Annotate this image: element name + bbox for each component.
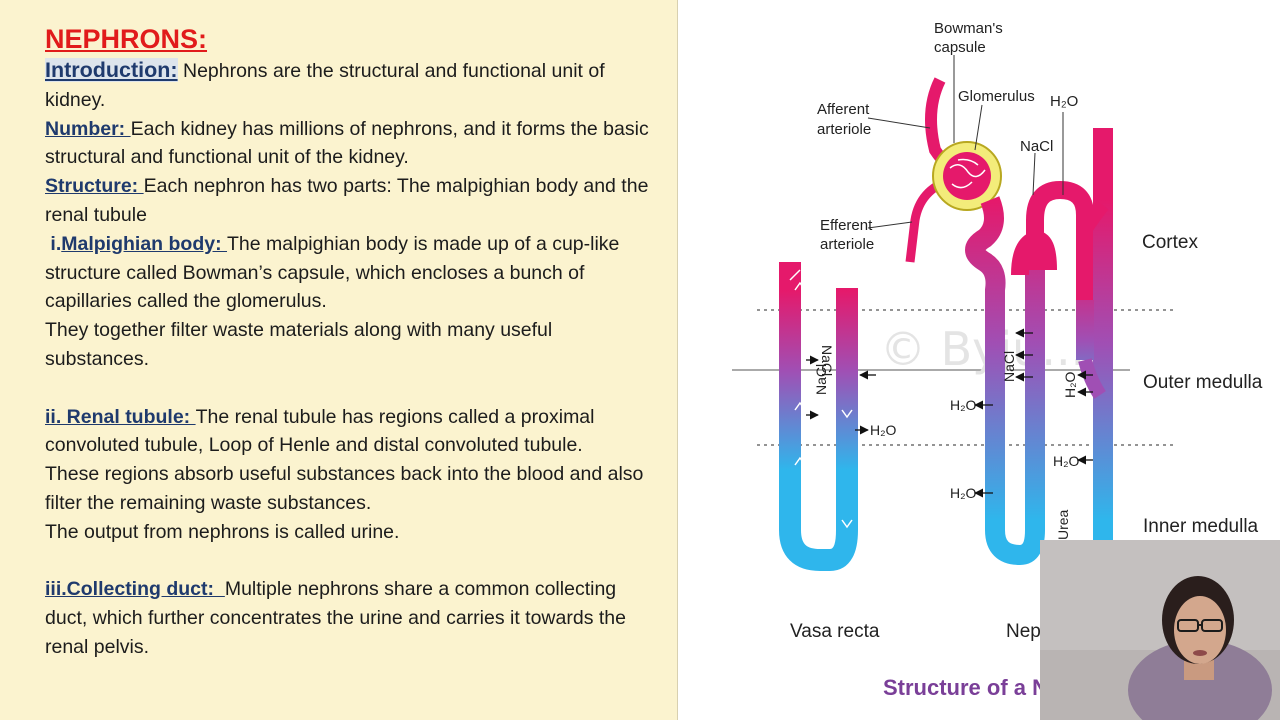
text-introduction: Nephrons are the structural and function…: [45, 60, 605, 111]
label-h2o-duct-2: H₂O: [1053, 453, 1080, 469]
label-h2o-vasa: H₂O: [870, 422, 897, 438]
label-nacl-loop: NaCl: [1001, 351, 1017, 382]
heading-collecting-duct: iii.Collecting duct:: [45, 578, 225, 601]
text-malpighian: The malpighian body is made up of a cup-…: [45, 232, 620, 313]
label-inner-medulla: Inner medulla: [1143, 516, 1259, 537]
label-afferent-2: arteriole: [817, 121, 871, 138]
panel-divider: [677, 0, 678, 720]
label-afferent-1: Afferent: [817, 101, 870, 118]
label-nacl-vasa-2: NaCl: [819, 345, 835, 376]
text-structure: Each nephron has two parts: The malpighi…: [45, 175, 649, 226]
presenter-video-icon: [1040, 540, 1280, 720]
label-nacl-vasa-1: NaCl: [813, 364, 829, 395]
label-efferent-2: arteriole: [820, 236, 874, 253]
paragraph-malpighian: i.Malpighian body: The malpighian body i…: [45, 230, 657, 316]
paragraph-renal-tubule: ii. Renal tubule: The renal tubule has r…: [45, 403, 657, 461]
heading-introduction: Introduction:: [45, 58, 178, 82]
label-h2o-left-1: H₂O: [950, 397, 977, 413]
nephron-loop: [965, 196, 1045, 566]
paragraph-filter: They together filter waste materials alo…: [45, 319, 553, 370]
text-collecting-duct: Multiple nephrons share a common collect…: [45, 578, 626, 658]
label-h2o-left-2: H₂O: [950, 485, 977, 501]
watermark: © Byju...: [880, 322, 1085, 376]
paragraph-output: The output from nephrons is called urine…: [45, 520, 400, 543]
prefix-malpighian: i.: [45, 232, 62, 255]
heading-structure: Structure:: [45, 175, 144, 198]
glomerulus: [943, 152, 991, 200]
heading-malpighian: Malpighian body:: [61, 232, 228, 255]
text-renal-tubule: The renal tubule has regions called a pr…: [45, 405, 595, 457]
label-h2o-duct-1: H₂O: [1062, 371, 1078, 398]
label-vasa-recta: Vasa recta: [790, 621, 880, 642]
slide-title: NEPHRONS:: [45, 24, 208, 54]
paragraph-collecting-duct: iii.Collecting duct: Multiple nephrons s…: [45, 575, 657, 661]
label-nacl-top: NaCl: [1020, 138, 1053, 155]
heading-number: Number:: [45, 117, 131, 140]
label-glomerulus: Glomerulus: [958, 88, 1035, 105]
label-outer-medulla: Outer medulla: [1143, 372, 1263, 393]
label-bowmans-2: capsule: [934, 39, 986, 56]
paragraph-introduction: Introduction: Nephrons are the structura…: [45, 56, 657, 115]
label-efferent-1: Efferent: [820, 217, 873, 234]
heading-renal-tubule: ii. Renal tubule:: [45, 405, 196, 428]
paragraph-number: Number: Each kidney has millions of neph…: [45, 115, 657, 173]
label-urea: Urea: [1055, 509, 1071, 540]
text-number: Each kidney has millions of nephrons, an…: [45, 117, 649, 169]
label-h2o-top: H₂O: [1050, 93, 1078, 110]
vasa-recta-loop: [779, 262, 858, 571]
nephron-diagram: © Byju... Bowman's capsule Glomerulus Af…: [732, 20, 1263, 700]
distal-tubule: [1026, 180, 1094, 345]
label-bowmans-1: Bowman's: [934, 20, 1003, 37]
paragraph-absorb: These regions absorb useful substances b…: [45, 463, 644, 514]
slide-text-panel: NEPHRONS: Introduction: Nephrons are the…: [0, 0, 677, 720]
label-cortex: Cortex: [1142, 232, 1198, 253]
presenter-webcam: [1040, 540, 1280, 720]
paragraph-structure: Structure: Each nephron has two parts: T…: [45, 172, 657, 230]
